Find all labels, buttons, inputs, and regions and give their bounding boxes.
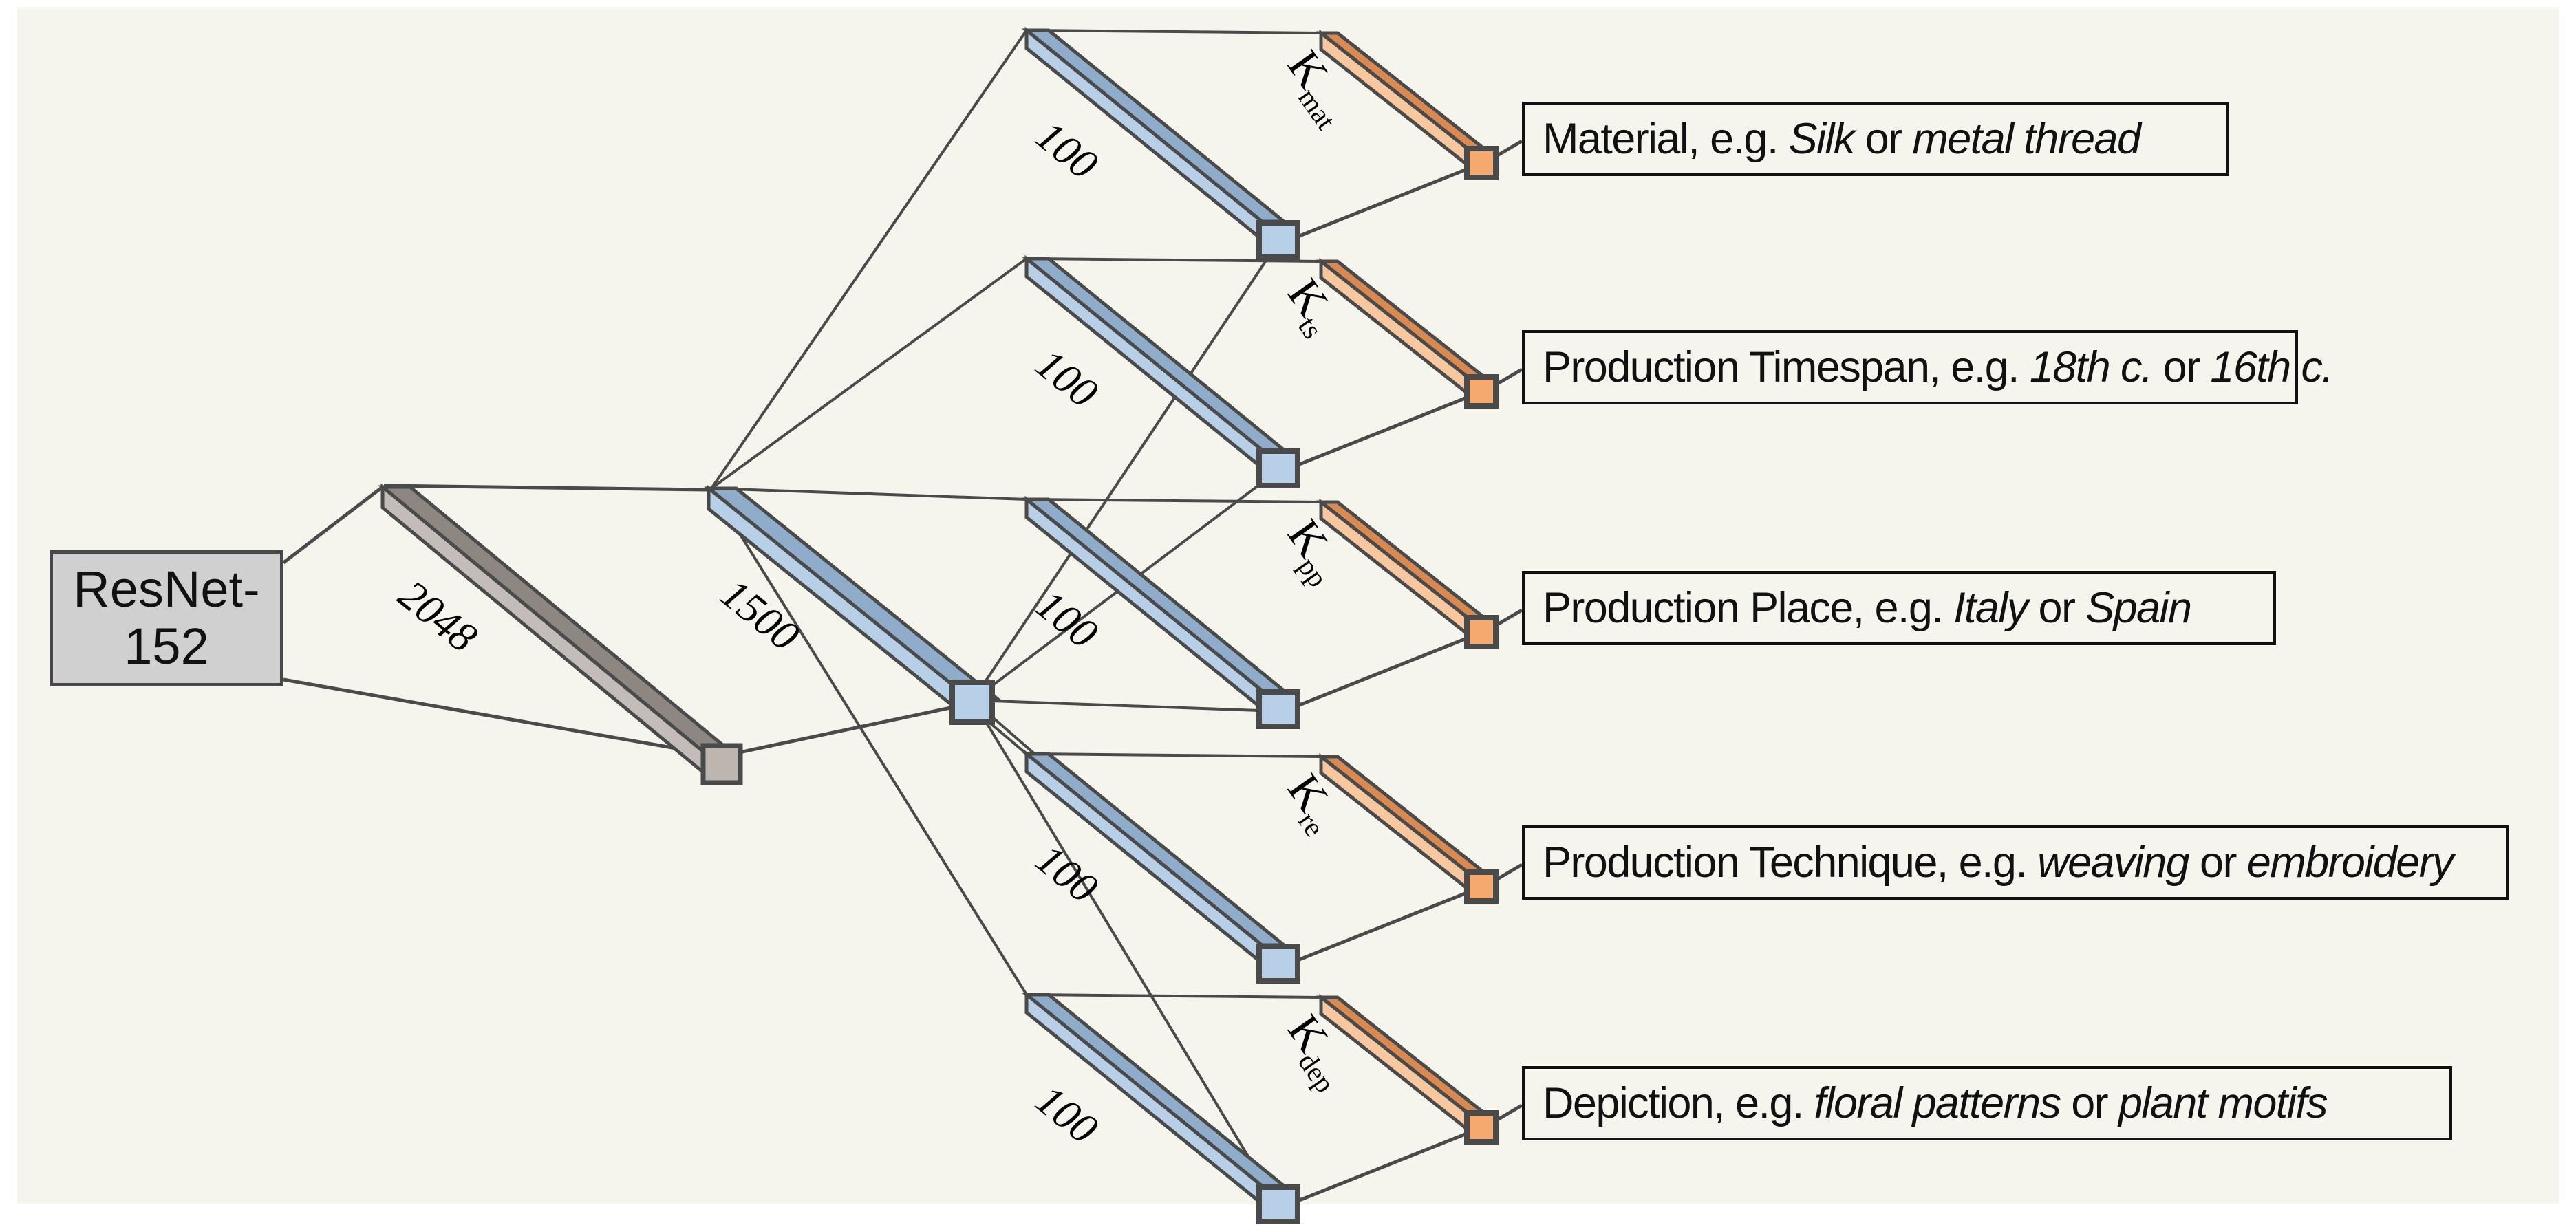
edge-resnet-to-2048-end	[283, 677, 708, 756]
description-box-material[interactable]: Material, e.g. Silk or metal thread	[1522, 102, 2229, 176]
slab-1500	[703, 484, 1005, 725]
description-text-material: Material, e.g. Silk or metal thread	[1543, 115, 2141, 163]
slab-output-2	[1316, 257, 1499, 409]
edge-hidden-end-3	[1283, 631, 1481, 713]
slab-2048	[378, 483, 743, 785]
slab-output-1-endcap	[1464, 146, 1499, 180]
description-text-depiction: Depiction, e.g. floral patterns or plant…	[1543, 1079, 2328, 1127]
edge-shared-to-branch-1	[710, 29, 1028, 490]
slab-hidden-4	[1021, 750, 1300, 984]
slab-hidden-2-endcap	[1256, 448, 1300, 488]
edge-sharedend-to-branchend-5	[972, 699, 1280, 1208]
edge-2048top-to-1500top	[383, 484, 709, 492]
slab-output-3-endcap	[1464, 615, 1499, 649]
edges-hidden-to-output-end	[1283, 162, 1481, 1208]
edge-shared-to-branch-5	[710, 487, 1028, 996]
edge-hidden-top-5	[1027, 993, 1322, 999]
edge-hidden-end-1	[1283, 162, 1481, 244]
edge-hidden-end-2	[1283, 390, 1481, 473]
edge-sharedend-to-branchend-1	[972, 241, 1280, 702]
slab-output-4-endcap	[1464, 869, 1499, 904]
slab-output-1	[1316, 29, 1499, 180]
slab-hidden-1	[1021, 26, 1300, 260]
slab-1500-endcap	[949, 680, 995, 725]
slab-hidden-1-endcap	[1256, 220, 1300, 260]
slab-hidden-3	[1021, 495, 1300, 729]
slab-hidden-4-endcap	[1256, 944, 1300, 984]
edge-shared-to-branch-2	[710, 257, 1028, 490]
slab-output-2-endcap	[1464, 374, 1499, 409]
description-text-timespan: Production Timespan, e.g. 18th c. or 16t…	[1543, 343, 2334, 391]
edge-hidden-end-4	[1283, 885, 1481, 968]
edges-hidden-to-output-top	[1027, 29, 1322, 999]
edge-sharedend-to-branchend-3	[972, 699, 1279, 713]
connector-lines	[282, 484, 974, 759]
description-text-technique: Production Technique, e.g. weaving or em…	[1543, 838, 2454, 887]
edge-hidden-top-1	[1027, 29, 1322, 34]
slab-2048-endcap	[700, 743, 743, 785]
description-box-timespan[interactable]: Production Timespan, e.g. 18th c. or 16t…	[1522, 330, 2334, 404]
slab-output-3	[1316, 498, 1499, 649]
description-text-place: Production Place, e.g. Italy or Spain	[1543, 584, 2192, 632]
slab-hidden-5-endcap	[1256, 1184, 1300, 1224]
backbone-label: ResNet- 152	[73, 561, 260, 675]
slab-output-5-endcap	[1464, 1110, 1499, 1145]
slab-hidden-5	[1021, 990, 1300, 1224]
edge-2048end-to-1500end	[719, 701, 974, 759]
edge-resnet-to-2048-top	[282, 486, 384, 564]
description-box-technique[interactable]: Production Technique, e.g. weaving or em…	[1522, 825, 2509, 900]
description-box-depiction[interactable]: Depiction, e.g. floral patterns or plant…	[1522, 1066, 2452, 1140]
description-box-place[interactable]: Production Place, e.g. Italy or Spain	[1522, 571, 2276, 645]
edge-hidden-top-3	[1027, 498, 1322, 503]
backbone-box[interactable]: ResNet- 152	[50, 550, 283, 686]
edge-hidden-top-4	[1027, 752, 1322, 758]
slab-hidden-3-endcap	[1256, 689, 1300, 729]
edge-hidden-top-2	[1027, 257, 1322, 263]
slab-output-5	[1316, 993, 1499, 1145]
edge-shared-to-branch-3	[711, 487, 1027, 501]
slab-output-4	[1316, 752, 1499, 904]
edge-hidden-end-5	[1283, 1126, 1481, 1208]
slab-hidden-2	[1021, 254, 1300, 488]
